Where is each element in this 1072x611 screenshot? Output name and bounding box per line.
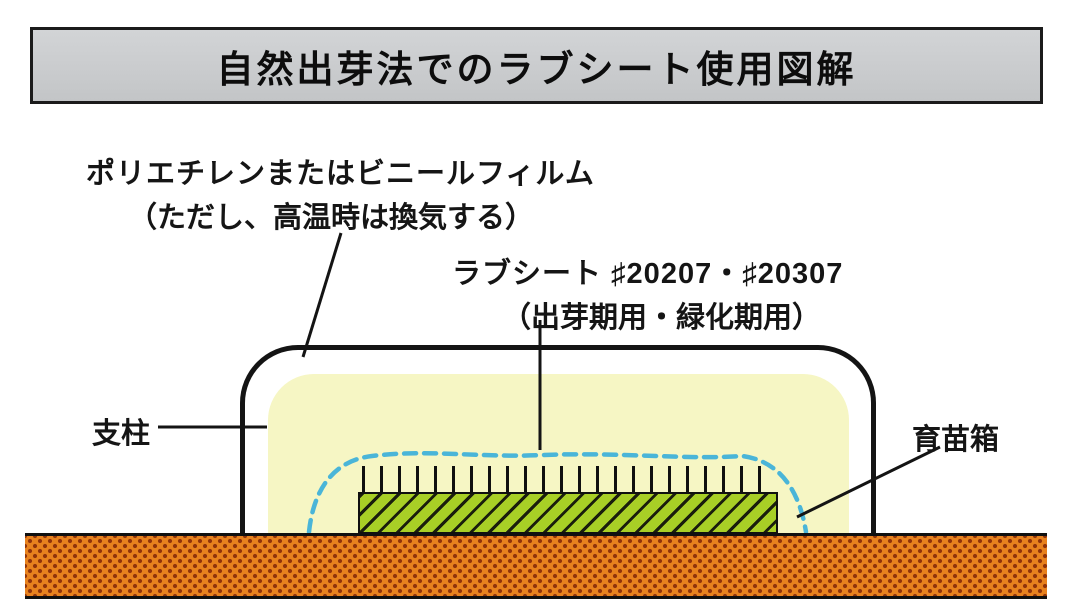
support-label: 支柱 <box>92 418 151 450</box>
seedling-box <box>358 492 778 534</box>
seedlings <box>362 466 776 493</box>
seedling-box-label: 育苗箱 <box>912 424 1000 456</box>
sheet-label-line1: ラブシート ♯20207・♯20307 <box>452 258 844 290</box>
ground <box>25 533 1047 599</box>
title-bar: 自然出芽法でのラブシート使用図解 <box>30 27 1043 104</box>
film-label-line2: （ただし、高温時は換気する） <box>128 202 535 234</box>
diagram-title: 自然出芽法でのラブシート使用図解 <box>216 48 857 90</box>
film-label-line1: ポリエチレンまたはビニールフィルム <box>86 158 595 190</box>
film-leader-line <box>301 232 343 358</box>
sheet-label-line2: （出芽期用・緑化期用） <box>502 302 822 334</box>
